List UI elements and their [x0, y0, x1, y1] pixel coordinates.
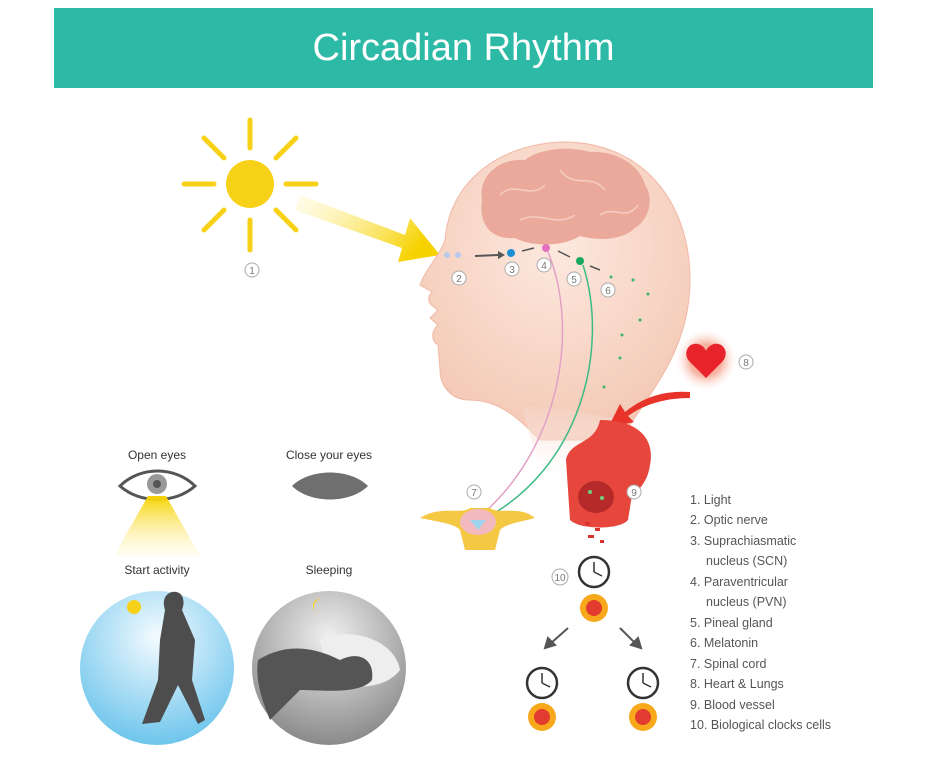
marker-9: 9	[626, 484, 642, 500]
legend-item: 10. Biological clocks cells	[690, 718, 831, 732]
close-eyes-label: Close your eyes	[286, 448, 372, 462]
title-banner: Circadian Rhythm	[54, 8, 873, 88]
svg-text:6: 6	[605, 286, 611, 297]
clock-icon-top	[577, 555, 611, 622]
legend-item: 4. Paraventricular	[690, 575, 788, 589]
marker-10: 10	[551, 568, 569, 586]
blood-vessel-icon	[566, 420, 651, 543]
legend-item: 3. Suprachiasmatic	[690, 534, 796, 548]
marker-8: 8	[738, 354, 754, 370]
sleeping-scene	[252, 591, 406, 745]
clock-icon-left	[525, 666, 559, 731]
svg-text:4: 4	[541, 261, 547, 272]
legend-item: 1. Light	[690, 493, 732, 507]
legend-item: 7. Spinal cord	[690, 657, 766, 671]
svg-text:7: 7	[471, 488, 477, 499]
eye-light-beam	[114, 496, 200, 556]
heart-arrow	[608, 391, 690, 428]
page-title: Circadian Rhythm	[312, 26, 615, 69]
marker-4: 4	[536, 257, 552, 273]
svg-text:9: 9	[631, 488, 637, 499]
legend-item: 6. Melatonin	[690, 636, 758, 650]
optic-nerve-pathway	[444, 244, 650, 521]
open-eye-icon	[117, 469, 198, 501]
brain-icon	[481, 148, 650, 245]
small-sun-icon	[127, 600, 141, 614]
open-eyes-label: Open eyes	[128, 448, 186, 462]
svg-text:1: 1	[249, 266, 255, 277]
marker-5: 5	[566, 271, 582, 287]
moon-icon	[312, 598, 320, 614]
legend-item: 8. Heart & Lungs	[690, 677, 784, 691]
svg-text:5: 5	[571, 275, 577, 286]
scn-node	[507, 249, 515, 257]
light-beam-arrow	[295, 195, 440, 262]
walking-person-icon	[142, 591, 205, 724]
sleeping-label: Sleeping	[306, 563, 353, 577]
pvn-node	[542, 244, 550, 252]
clock-arrows	[543, 627, 643, 650]
legend-item: 2. Optic nerve	[690, 513, 768, 527]
marker-3: 3	[504, 261, 520, 277]
heart-icon	[686, 343, 726, 378]
marker-6: 6	[600, 282, 616, 298]
svg-text:2: 2	[456, 274, 462, 285]
svg-text:3: 3	[509, 265, 515, 276]
closed-eye-icon	[292, 472, 368, 500]
legend-item: nucleus (PVN)	[706, 595, 787, 609]
legend: 1. Light 2. Optic nerve 3. Suprachiasmat…	[690, 493, 831, 732]
sleeping-person-icon	[257, 648, 373, 720]
marker-2: 2	[451, 270, 467, 286]
start-activity-scene	[80, 591, 234, 745]
sun-icon	[181, 117, 319, 253]
spinal-cord-icon	[420, 508, 535, 550]
head-illustration	[419, 141, 691, 480]
start-activity-label: Start activity	[124, 563, 189, 577]
marker-1: 1	[244, 262, 260, 278]
legend-item: 9. Blood vessel	[690, 698, 775, 712]
number-markers: 1 2 3 4 5 6 7 8 9 10	[244, 257, 754, 586]
svg-text:10: 10	[554, 573, 566, 584]
clock-icon-right	[626, 666, 660, 731]
melatonin-dots	[602, 275, 650, 389]
legend-item: 5. Pineal gland	[690, 616, 773, 630]
pineal-gland-node	[576, 257, 584, 265]
legend-item: nucleus (SCN)	[706, 554, 787, 568]
svg-text:8: 8	[743, 358, 749, 369]
marker-7: 7	[466, 484, 482, 500]
